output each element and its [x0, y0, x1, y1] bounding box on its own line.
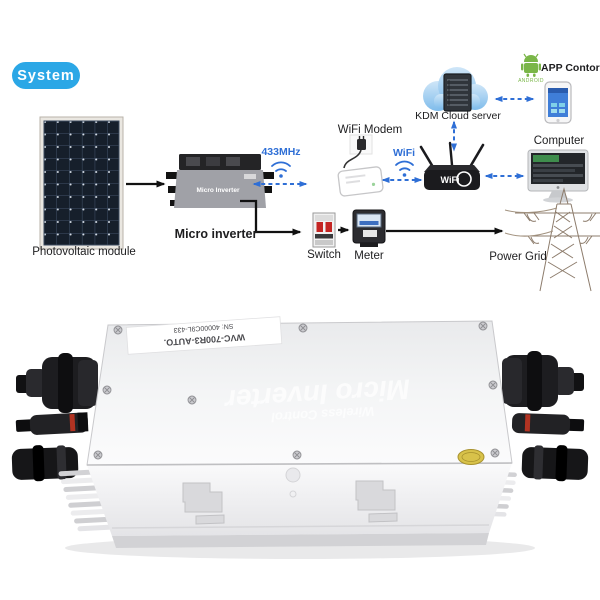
micro-inverter-device-label: Micro Inverter: [197, 187, 240, 194]
label-kdm-cloud-server: KDM Cloud server: [415, 110, 501, 122]
label-android: ANDROID: [518, 78, 544, 84]
label-computer: Computer: [533, 135, 585, 147]
product-bottom-edge: [112, 533, 489, 548]
label-photovoltaic-module: Photovoltaic module: [32, 246, 136, 258]
right-connectors: [502, 351, 589, 482]
computer-device: [527, 149, 589, 203]
label-meter: Meter: [354, 250, 384, 262]
screws: [93, 321, 500, 460]
wifi-link-icon: [395, 160, 414, 177]
product-photo: Wireless Control Micro Inverter WVC-700R…: [11, 316, 589, 559]
switch-device: [312, 212, 336, 248]
label-433mhz: 433MHz: [261, 146, 301, 158]
android-icon: [521, 53, 541, 77]
left-connectors: [11, 353, 98, 482]
product-front-face: [87, 463, 512, 536]
router-device-label: WiFi: [441, 175, 460, 185]
cloud-server-graphic: [423, 67, 488, 112]
system-badge: System: [12, 62, 80, 89]
product-sticker: WVC-700R3-AUTO. SN: 40000C9L-433: [125, 316, 283, 355]
label-micro-inverter: Micro inverter: [174, 227, 258, 241]
watermark-subtitle: Wireless Control: [271, 404, 375, 425]
sticker-serial-text: SN: 40000C9L-433: [173, 322, 233, 333]
rf-433mhz-icon: [271, 161, 291, 178]
mounting-brackets: [182, 480, 398, 525]
line-inverter-to-switch: [240, 199, 302, 236]
label-wifi-modem: WiFi Modem: [337, 124, 403, 136]
micro-inverter-device: Micro Inverter: [166, 154, 274, 208]
wifi-modem-device: [337, 134, 384, 197]
meter-device: [352, 209, 386, 247]
label-power-grid: Power Grid: [489, 251, 547, 263]
power-grid-tower: [504, 187, 600, 292]
gold-badge: [457, 449, 485, 465]
wifi-router-device: WiFi: [419, 141, 485, 190]
label-app-control: APP Contorl: [541, 62, 600, 74]
smartphone-device: [544, 81, 572, 124]
label-wifi-link: WiFi: [392, 147, 416, 159]
solar-panel-graphic: [39, 116, 124, 250]
label-switch: Switch: [307, 249, 341, 261]
